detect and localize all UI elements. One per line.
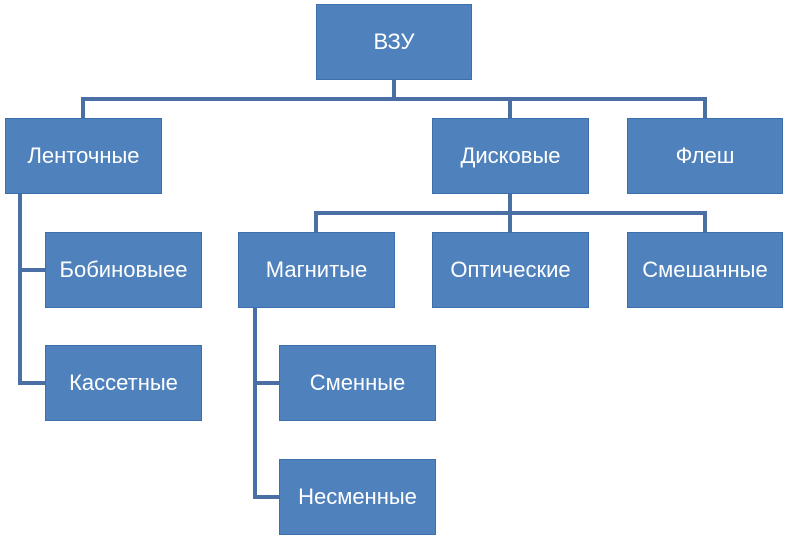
node-fixed-label: Несменные <box>298 484 417 509</box>
node-removable: Сменные <box>279 345 436 421</box>
node-removable-label: Сменные <box>309 370 406 395</box>
node-disk-label: Дисковые <box>460 143 561 168</box>
node-fixed: Несменные <box>279 459 436 535</box>
node-magnetic-label: Магнитые <box>265 257 368 282</box>
node-mixed-label: Смешанные <box>642 257 768 282</box>
node-root-label: ВЗУ <box>373 29 415 54</box>
node-tape: Ленточные <box>5 118 162 194</box>
node-root: ВЗУ <box>316 4 472 80</box>
node-tape-label: Ленточные <box>27 143 140 168</box>
node-cassette: Кассетные <box>45 345 202 421</box>
node-flash: Флеш <box>627 118 783 194</box>
node-flash-label: Флеш <box>675 143 735 168</box>
node-reel: Бобиновыее <box>45 232 202 308</box>
node-disk: Дисковые <box>432 118 589 194</box>
node-optical-label: Оптические <box>450 257 571 282</box>
node-optical: Оптические <box>432 232 589 308</box>
node-magnetic: Магнитые <box>238 232 395 308</box>
node-cassette-label: Кассетные <box>69 370 178 395</box>
node-reel-label: Бобиновыее <box>59 257 188 282</box>
node-mixed: Смешанные <box>627 232 783 308</box>
